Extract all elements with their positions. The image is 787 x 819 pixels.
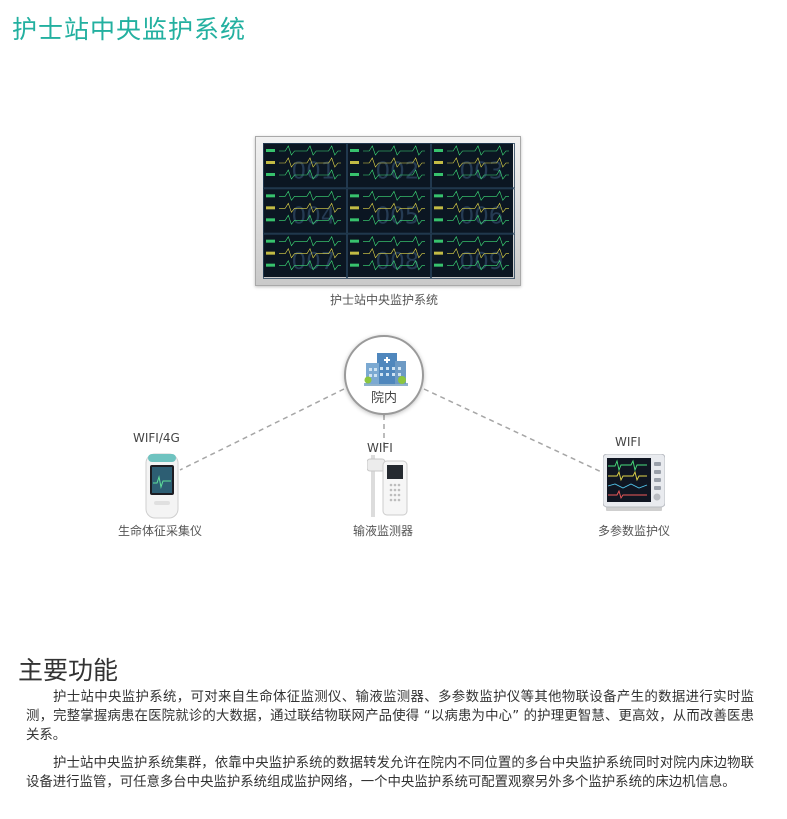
bed-number: 008: [375, 249, 419, 275]
waveform: [363, 248, 425, 259]
waveform: [447, 214, 509, 225]
connection-label-wifi-right: WIFI: [615, 435, 641, 449]
waveform: [279, 260, 341, 271]
parameter-marker: [350, 194, 359, 198]
waveform: [363, 236, 425, 247]
parameter-marker: [350, 149, 359, 152]
waveform: [279, 169, 341, 180]
paragraph-2: 护士站中央监护系统集群，依靠中央监护系统的数据转发允许在院内不同位置的多台中央监…: [26, 756, 754, 790]
parameter-marker: [434, 149, 443, 152]
waveform: [279, 202, 341, 213]
waveform: [363, 190, 425, 201]
parameter-marker: [350, 206, 359, 210]
bed-panel: 004: [263, 188, 347, 234]
parameter-marker: [266, 194, 275, 198]
parameter-marker: [350, 161, 359, 164]
link-hub-left: [179, 388, 345, 471]
bed-panel: 005: [347, 188, 431, 234]
waveform: [447, 169, 509, 180]
link-hub-right: [423, 388, 609, 476]
waveform: [447, 145, 509, 156]
waveform: [363, 169, 425, 180]
bed-number: 001: [291, 158, 335, 184]
bed-panel: 002: [347, 143, 431, 189]
waveform: [363, 202, 425, 213]
waveform: [447, 157, 509, 168]
waveform: [447, 190, 509, 201]
bed-number: 009: [459, 249, 503, 275]
central-monitor-caption: 护士站中央监护系统: [330, 293, 439, 307]
parameter-marker: [350, 218, 359, 222]
bed-panel: 001: [263, 143, 347, 189]
parameter-marker: [434, 173, 443, 176]
waveform: [279, 248, 341, 259]
bed-panel: 006: [431, 188, 515, 234]
waveform: [279, 236, 341, 247]
hospital-label: 院内: [370, 391, 397, 406]
bed-number: 003: [459, 158, 503, 184]
parameter-marker: [266, 218, 275, 222]
waveform: [279, 157, 341, 168]
parameter-marker: [350, 263, 359, 267]
bed-panel: 007: [263, 233, 347, 279]
waveform: [447, 236, 509, 247]
parameter-marker: [350, 173, 359, 176]
parameter-marker: [434, 206, 443, 210]
bed-panel: 009: [431, 233, 515, 279]
parameter-marker: [266, 161, 275, 164]
waveform: [279, 190, 341, 201]
connection-label-wifi-middle: WIFI: [367, 441, 393, 455]
parameter-marker: [266, 251, 275, 255]
paragraph-1: 护士站中央监护系统，可对来自生命体征监测仪、输液监测器、多参数监护仪等其他物联设…: [26, 690, 754, 743]
parameter-marker: [434, 194, 443, 198]
parameter-marker: [350, 251, 359, 255]
bed-panel: 008: [347, 233, 431, 279]
parameter-marker: [266, 206, 275, 210]
bed-number: 002: [375, 158, 419, 184]
handheld-vital-sign-collector-icon: [144, 453, 180, 523]
infusion-monitor-icon: [366, 455, 415, 521]
page-title: 护士站中央监护系统: [12, 15, 247, 44]
waveform: [447, 202, 509, 213]
parameter-marker: [266, 173, 275, 176]
waveform: [363, 157, 425, 168]
multi-parameter-monitor-caption: 多参数监护仪: [598, 524, 671, 538]
parameter-marker: [434, 251, 443, 255]
waveform: [363, 214, 425, 225]
waveform: [363, 260, 425, 271]
parameter-marker: [434, 239, 443, 243]
waveform: [447, 248, 509, 259]
parameter-marker: [266, 263, 275, 267]
bed-number: 007: [291, 249, 335, 275]
parameter-marker: [266, 149, 275, 152]
waveform: [363, 145, 425, 156]
waveform: [279, 214, 341, 225]
parameter-marker: [434, 263, 443, 267]
infusion-monitor-caption: 输液监测器: [353, 524, 414, 538]
parameter-marker: [350, 239, 359, 243]
parameter-marker: [434, 161, 443, 164]
hospital-hub: 院内: [344, 335, 424, 415]
bed-panel: 003: [431, 143, 515, 189]
parameter-marker: [266, 239, 275, 243]
vital-sign-collector-caption: 生命体征采集仪: [118, 524, 203, 538]
waveform: [279, 145, 341, 156]
multi-parameter-monitor-icon: [602, 453, 666, 516]
hospital-building-icon: [364, 353, 408, 386]
waveform: [447, 260, 509, 271]
connection-label-wifi-4g: WIFI/4G: [133, 431, 180, 445]
parameter-marker: [434, 218, 443, 222]
section-title: 主要功能: [18, 656, 119, 685]
